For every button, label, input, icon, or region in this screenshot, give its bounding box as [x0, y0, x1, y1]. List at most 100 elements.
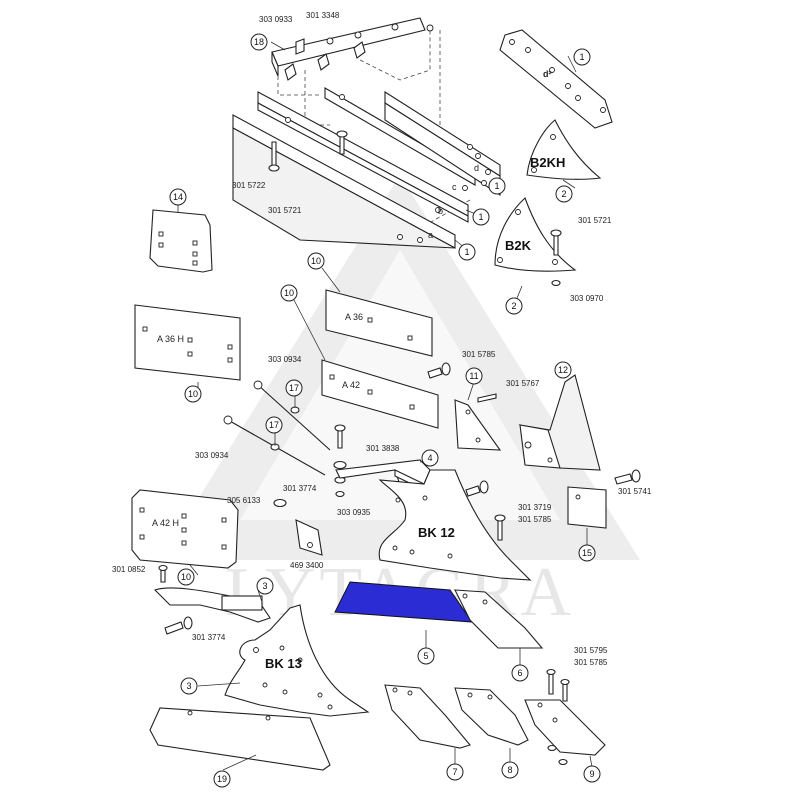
svg-text:5: 5	[423, 651, 428, 661]
label-a: a	[428, 230, 433, 240]
callout-17-b: 17	[265, 416, 283, 434]
callouts: 18 1 2 1 1 1 14 2 10 10 10 11 12 17 17 4…	[169, 33, 601, 788]
label-a42h: A 42 H	[152, 518, 179, 528]
part-14-plate	[149, 209, 213, 273]
svg-text:9: 9	[589, 769, 594, 779]
code-3030933-top: 303 0933	[259, 15, 293, 24]
code-labels: 303 0933 301 3348 301 5722 301 5721 301 …	[112, 11, 652, 667]
part-10-a42h: A 42 H	[131, 489, 239, 569]
callout-1-a: 1	[573, 48, 591, 66]
callout-6: 6	[511, 664, 529, 682]
svg-text:6: 6	[517, 668, 522, 678]
svg-text:15: 15	[582, 548, 592, 558]
svg-text:11: 11	[469, 371, 478, 381]
callout-17-a: 17	[285, 379, 303, 397]
part-12-bracket	[518, 374, 601, 471]
svg-text:8: 8	[507, 765, 512, 775]
code-3015722: 301 5722	[232, 181, 266, 190]
part-15-plate	[567, 469, 641, 529]
svg-text:2: 2	[511, 301, 516, 311]
label-a36: A 36	[345, 312, 363, 322]
callout-10-a: 10	[307, 252, 325, 270]
svg-text:3: 3	[262, 581, 267, 591]
part-2-b2kh: B2KH	[526, 119, 602, 180]
callout-12: 12	[554, 361, 572, 379]
code-3010852: 301 0852	[112, 565, 146, 574]
callout-1-b: 1	[488, 177, 506, 195]
callout-1-d: 1	[458, 243, 476, 261]
code-4693400: 469 3400	[290, 561, 324, 570]
svg-text:4: 4	[427, 453, 432, 463]
callout-10-d: 10	[177, 568, 195, 586]
svg-text:17: 17	[289, 383, 299, 393]
callout-4: 4	[421, 449, 439, 467]
code-3015741: 301 5741	[618, 487, 652, 496]
callout-1-c: 1	[472, 208, 490, 226]
part-19-landside	[149, 707, 331, 771]
svg-text:10: 10	[284, 288, 294, 298]
svg-text:10: 10	[311, 256, 321, 266]
svg-text:19: 19	[217, 774, 227, 784]
code-3015721-right: 301 5721	[578, 216, 612, 225]
part-469-3400	[295, 519, 323, 556]
part-17-rods	[223, 380, 331, 476]
part-9-share	[524, 668, 606, 766]
label-d2: d²	[543, 69, 552, 79]
svg-text:7: 7	[452, 767, 457, 777]
code-3013719: 301 3719	[518, 503, 552, 512]
callout-18: 18	[250, 33, 268, 51]
label-c: c	[452, 182, 457, 192]
part-10-a36: A 36	[325, 289, 433, 357]
code-3013774-bottom: 301 3774	[192, 633, 226, 642]
callout-10-c: 10	[184, 385, 202, 403]
part-6-share	[454, 589, 544, 649]
callout-5: 5	[417, 647, 435, 665]
svg-text:1: 1	[494, 181, 499, 191]
callout-7: 7	[446, 763, 464, 781]
part-2-b2k: B2K	[494, 197, 577, 287]
callout-9: 9	[583, 765, 601, 783]
part-3-bk13: BK 13	[153, 587, 370, 717]
svg-text:14: 14	[173, 192, 183, 202]
callout-10-b: 10	[280, 284, 298, 302]
part-4-bk12: BK 12	[335, 459, 532, 581]
callout-8: 8	[501, 761, 519, 779]
callout-19: 19	[213, 770, 231, 788]
code-3013774-top: 301 3774	[283, 484, 317, 493]
code-3030970: 303 0970	[570, 294, 604, 303]
code-3015785-mid: 301 5785	[518, 515, 552, 524]
code-3015795: 301 5795	[574, 646, 608, 655]
svg-text:10: 10	[188, 389, 198, 399]
part-8-share	[454, 687, 529, 746]
svg-text:1: 1	[464, 247, 469, 257]
label-bk13: BK 13	[265, 656, 302, 671]
part-10-a42: A 42	[321, 359, 439, 429]
shares-set-a-d: a b c d	[232, 87, 501, 249]
svg-text:1: 1	[478, 212, 483, 222]
part-18-frame	[271, 17, 434, 81]
code-3030934-bottom: 303 0934	[195, 451, 229, 460]
callout-14: 14	[169, 188, 187, 206]
svg-text:2: 2	[561, 189, 566, 199]
svg-text:12: 12	[558, 365, 568, 375]
part-10-a36h: A 36 H	[134, 304, 241, 381]
label-b2k: B2K	[505, 238, 532, 253]
callout-3-b: 3	[180, 677, 198, 695]
part-11-bracket	[454, 393, 502, 451]
svg-text:18: 18	[254, 37, 264, 47]
code-3015785-bottom: 301 5785	[574, 658, 608, 667]
label-b2kh: B2KH	[530, 155, 565, 170]
code-3013838: 301 3838	[366, 444, 400, 453]
label-a42: A 42	[342, 380, 360, 390]
code-3030935: 303 0935	[337, 508, 371, 517]
callout-3-a: 3	[256, 577, 274, 595]
label-b: b	[438, 206, 443, 216]
svg-text:1: 1	[579, 52, 584, 62]
code-3030934-top: 303 0934	[268, 355, 302, 364]
label-bk12: BK 12	[418, 525, 455, 540]
code-3056133: 305 6133	[227, 496, 261, 505]
callout-2-a: 2	[555, 185, 573, 203]
code-3015721-left: 301 5721	[268, 206, 302, 215]
code-3015767: 301 5767	[506, 379, 540, 388]
